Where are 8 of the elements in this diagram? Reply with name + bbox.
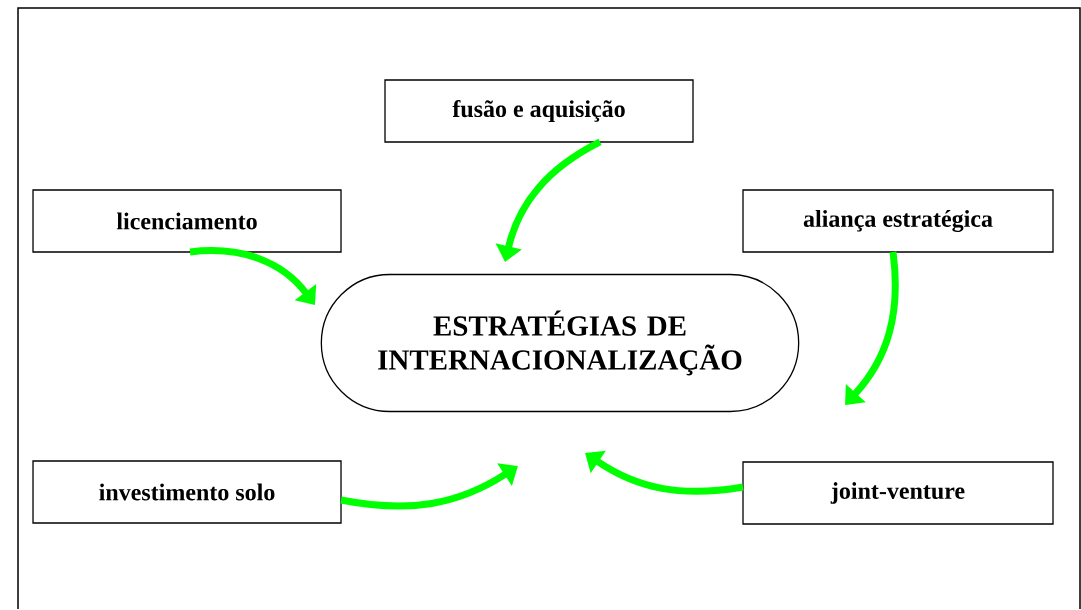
strategy-box: licenciamento (32, 189, 342, 253)
strategy-box: aliança estratégica (742, 189, 1054, 253)
curved-arrow (845, 251, 899, 405)
strategy-box: joint-venture (742, 461, 1054, 525)
strategy-box: investimento solo (32, 460, 342, 524)
strategy-box: fusão e aquisição (384, 79, 694, 143)
curved-arrow (189, 247, 317, 305)
curved-arrow (340, 463, 518, 510)
